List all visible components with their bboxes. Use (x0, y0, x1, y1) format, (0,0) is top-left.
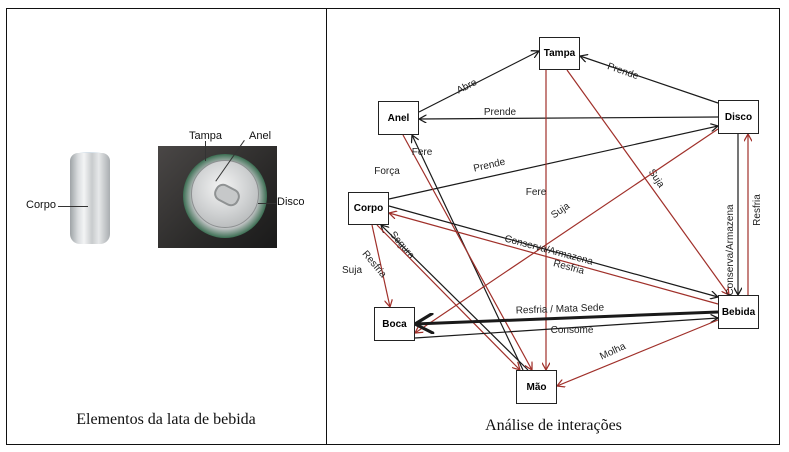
edge-corpo-to-mao (376, 224, 520, 370)
edge-label-bebida-to-boca: Resfria / Mata Sede (516, 302, 605, 316)
edge-label-mao-to-corpo: Segura (387, 230, 416, 262)
corpo-label: Corpo (26, 199, 56, 211)
edge-disco-to-tampa (580, 56, 719, 104)
edge-label-corpo-to-boca: Suja (342, 265, 362, 276)
tampa-leader-line (205, 141, 206, 161)
edge-label-anel-to-mao: Fere (412, 147, 433, 158)
node-bebida-label: Bebida (721, 306, 756, 318)
edge-label-disco-to-anel: Prende (484, 107, 517, 118)
anel-label: Anel (249, 130, 272, 142)
edge-label-anel-to-tampa: Abre (455, 77, 479, 97)
left-caption: Elementos da lata de bebida (76, 411, 256, 428)
disco-leader-line (258, 203, 276, 204)
node-tampa: Tampa (539, 37, 580, 70)
edge-label-tampa-to-mao: Fere (526, 187, 547, 198)
edge-tampa-to-bebida (566, 69, 729, 295)
right-caption: Análise de interações (485, 417, 622, 434)
edge-bebida-to-mao (557, 319, 719, 386)
edge-disco-to-anel (419, 117, 719, 119)
edge-anel-to-tampa (418, 51, 539, 113)
edge-anel-to-mao (402, 134, 532, 370)
edge-label-disco-to-boca: Suja (549, 201, 572, 222)
edge-bebida-to-corpo (389, 213, 719, 305)
node-disco-label: Disco (724, 111, 753, 123)
panel-divider (326, 8, 327, 445)
edge-bebida-to-boca (415, 310, 719, 324)
edge-label-corpo-to-bebida: Conserva/Armazena (503, 233, 594, 267)
edge-label-disco-to-bebida: Conserva/Armazena (725, 204, 736, 296)
node-boca: Boca (374, 307, 415, 341)
node-tampa-label: Tampa (543, 48, 576, 59)
edge-corpo-to-disco (388, 126, 718, 200)
disco-label: Disco (277, 196, 305, 208)
node-disco: Disco (718, 100, 759, 134)
node-anel: Anel (378, 101, 419, 135)
node-bebida: Bebida (718, 295, 759, 329)
node-corpo: Corpo (348, 192, 389, 225)
can-body-image (70, 153, 110, 244)
node-corpo-label: Corpo (353, 203, 384, 214)
edge-label-corpo-to-mao: Resfria (360, 249, 389, 281)
edge-boca-to-bebida (414, 318, 718, 339)
node-mao-label: Mão (526, 381, 547, 393)
edge-corpo-to-boca (371, 224, 390, 307)
edge-label-bebida-to-disco: Resfria (752, 194, 763, 226)
node-boca-label: Boca (382, 318, 407, 330)
edge-disco-to-boca (415, 128, 719, 333)
figure-frame (6, 8, 780, 445)
node-mao: Mão (516, 370, 557, 404)
edge-corpo-to-bebida (388, 205, 718, 297)
node-anel-label: Anel (387, 112, 410, 124)
tampa-label: Tampa (189, 130, 223, 142)
edge-mao-to-corpo (381, 225, 529, 371)
edge-label-corpo-to-disco: Prende (472, 156, 506, 174)
corpo-leader-line (58, 206, 88, 207)
edge-label-disco-to-tampa: Prende (606, 61, 640, 82)
edge-label-mao-to-anel: Força (374, 166, 400, 177)
edge-label-boca-to-bebida: Consome (551, 325, 594, 336)
